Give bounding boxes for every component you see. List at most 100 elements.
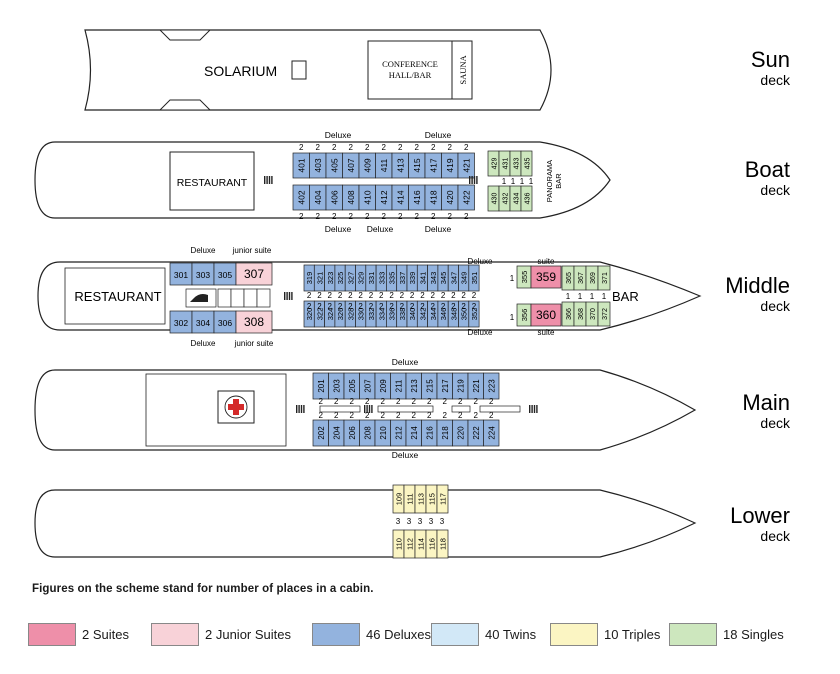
middle-place-bottom: 2 — [328, 302, 333, 311]
corridor-box — [377, 405, 434, 413]
cabin-211: 211 — [390, 372, 407, 400]
boat-restaurant — [169, 151, 255, 211]
middle-place-top: 2 — [338, 291, 343, 300]
sauna-room — [451, 40, 473, 100]
sun-deck-cutout-bottom — [158, 99, 212, 111]
middle-restaurant-label: RESTAURANT — [74, 289, 161, 304]
svg-text:405: 405 — [329, 158, 339, 172]
svg-text:367: 367 — [578, 272, 585, 284]
cabin-403: 403 — [309, 152, 327, 179]
middle-deluxe-bottom-left: Deluxe — [191, 339, 216, 348]
middle-place-top: 2 — [389, 291, 394, 300]
svg-text:203: 203 — [332, 379, 341, 393]
boat-deck: RESTAURANT 40124032405240724092411241324… — [34, 130, 791, 234]
main-place-top: 2 — [474, 397, 479, 406]
cabin-209: 209 — [374, 372, 391, 400]
svg-text:206: 206 — [348, 426, 357, 440]
svg-text:216: 216 — [425, 426, 434, 440]
cabin-223: 223 — [483, 372, 500, 400]
main-place-bottom: 2 — [443, 411, 448, 420]
svg-text:371: 371 — [602, 272, 609, 284]
cabin-360: 360 — [530, 303, 562, 327]
main-place-bottom: 2 — [350, 411, 355, 420]
cabin-204: 204 — [328, 419, 345, 447]
cabin-405: 405 — [325, 152, 343, 179]
cabin-219: 219 — [452, 372, 469, 400]
svg-text:336: 336 — [388, 308, 397, 321]
svg-text:417: 417 — [428, 158, 438, 172]
cabin-406: 406 — [325, 184, 343, 211]
svg-text:351: 351 — [470, 272, 479, 285]
svg-text:302: 302 — [174, 318, 188, 328]
cabin-206: 206 — [343, 419, 360, 447]
boat-deluxe-top-2: Deluxe — [425, 130, 452, 140]
svg-text:408: 408 — [346, 190, 356, 204]
legend-label: 2 Junior Suites — [205, 626, 291, 642]
cabin-213: 213 — [405, 372, 422, 400]
legend-swatch — [550, 622, 598, 646]
middle-junior-top: junior suite — [232, 246, 272, 255]
cabin-345: 345 — [437, 264, 449, 292]
cabin-433: 433 — [509, 150, 522, 177]
boat-place-top: 2 — [349, 143, 354, 152]
stairs-icon — [364, 405, 373, 413]
svg-text:321: 321 — [315, 272, 324, 285]
middle-place-bottom: 2 — [451, 302, 456, 311]
cabin-212: 212 — [390, 419, 407, 447]
legend-item: 2 Junior Suites — [151, 622, 291, 646]
svg-text:323: 323 — [326, 272, 335, 285]
svg-text:403: 403 — [313, 158, 323, 172]
middle-place-top: 2 — [400, 291, 405, 300]
svg-text:432: 432 — [503, 193, 510, 205]
svg-text:303: 303 — [196, 270, 210, 280]
svg-text:320: 320 — [305, 308, 314, 321]
boat-place-top: 2 — [382, 143, 387, 152]
main-place-top: 2 — [396, 397, 401, 406]
cabin-432: 432 — [498, 185, 511, 212]
cabin-203: 203 — [328, 372, 345, 400]
svg-text:114: 114 — [417, 538, 426, 550]
sun-deck: SOLARIUM CONFERENCE HALL/BAR SAUNA Sun d… — [84, 29, 791, 111]
boat-place-top: 2 — [316, 143, 321, 152]
middle-single-place: 1 — [578, 292, 583, 301]
boat-place-top: 2 — [365, 143, 370, 152]
cabin-116: 116 — [425, 529, 438, 559]
stairs-icon — [296, 405, 305, 413]
sun-deck-title: Sun — [751, 47, 790, 72]
cabin-369: 369 — [585, 265, 599, 291]
iron-icon — [185, 288, 217, 308]
svg-text:333: 333 — [377, 272, 386, 285]
cabin-329: 329 — [355, 264, 367, 292]
middle-junior-bottom: junior suite — [234, 339, 274, 348]
middle-restaurant — [64, 267, 166, 325]
boat-restaurant-label: RESTAURANT — [177, 177, 248, 189]
cabin-305: 305 — [213, 262, 237, 286]
lower-triple-place: 3 — [429, 517, 434, 526]
cabin-430: 430 — [487, 185, 500, 212]
boat-single-place: 1 — [502, 177, 507, 186]
lower-deck-sub: deck — [760, 528, 791, 544]
main-deluxe-top: Deluxe — [392, 357, 419, 367]
cabin-308: 308 — [235, 310, 273, 334]
main-place-top: 2 — [427, 397, 432, 406]
cabin-420: 420 — [441, 184, 459, 211]
sauna-label: SAUNA — [458, 54, 468, 84]
boat-place-bottom: 2 — [349, 212, 354, 221]
svg-text:207: 207 — [363, 379, 372, 393]
cabin-409: 409 — [358, 152, 376, 179]
middle-suite-top: suite — [538, 257, 555, 266]
svg-text:356: 356 — [520, 309, 529, 322]
cabin-436: 436 — [520, 185, 533, 212]
cabin-216: 216 — [421, 419, 438, 447]
svg-text:407: 407 — [346, 158, 356, 172]
cabin-356: 356 — [516, 303, 532, 327]
svg-text:212: 212 — [394, 426, 403, 440]
main-place-bottom: 2 — [412, 411, 417, 420]
svg-text:211: 211 — [394, 379, 403, 392]
svg-text:429: 429 — [492, 158, 499, 170]
cabin-114: 114 — [414, 529, 427, 559]
middle-place-top: 2 — [358, 291, 363, 300]
svg-text:322: 322 — [315, 308, 324, 321]
boat-deluxe-bottom-3: Deluxe — [425, 224, 452, 234]
